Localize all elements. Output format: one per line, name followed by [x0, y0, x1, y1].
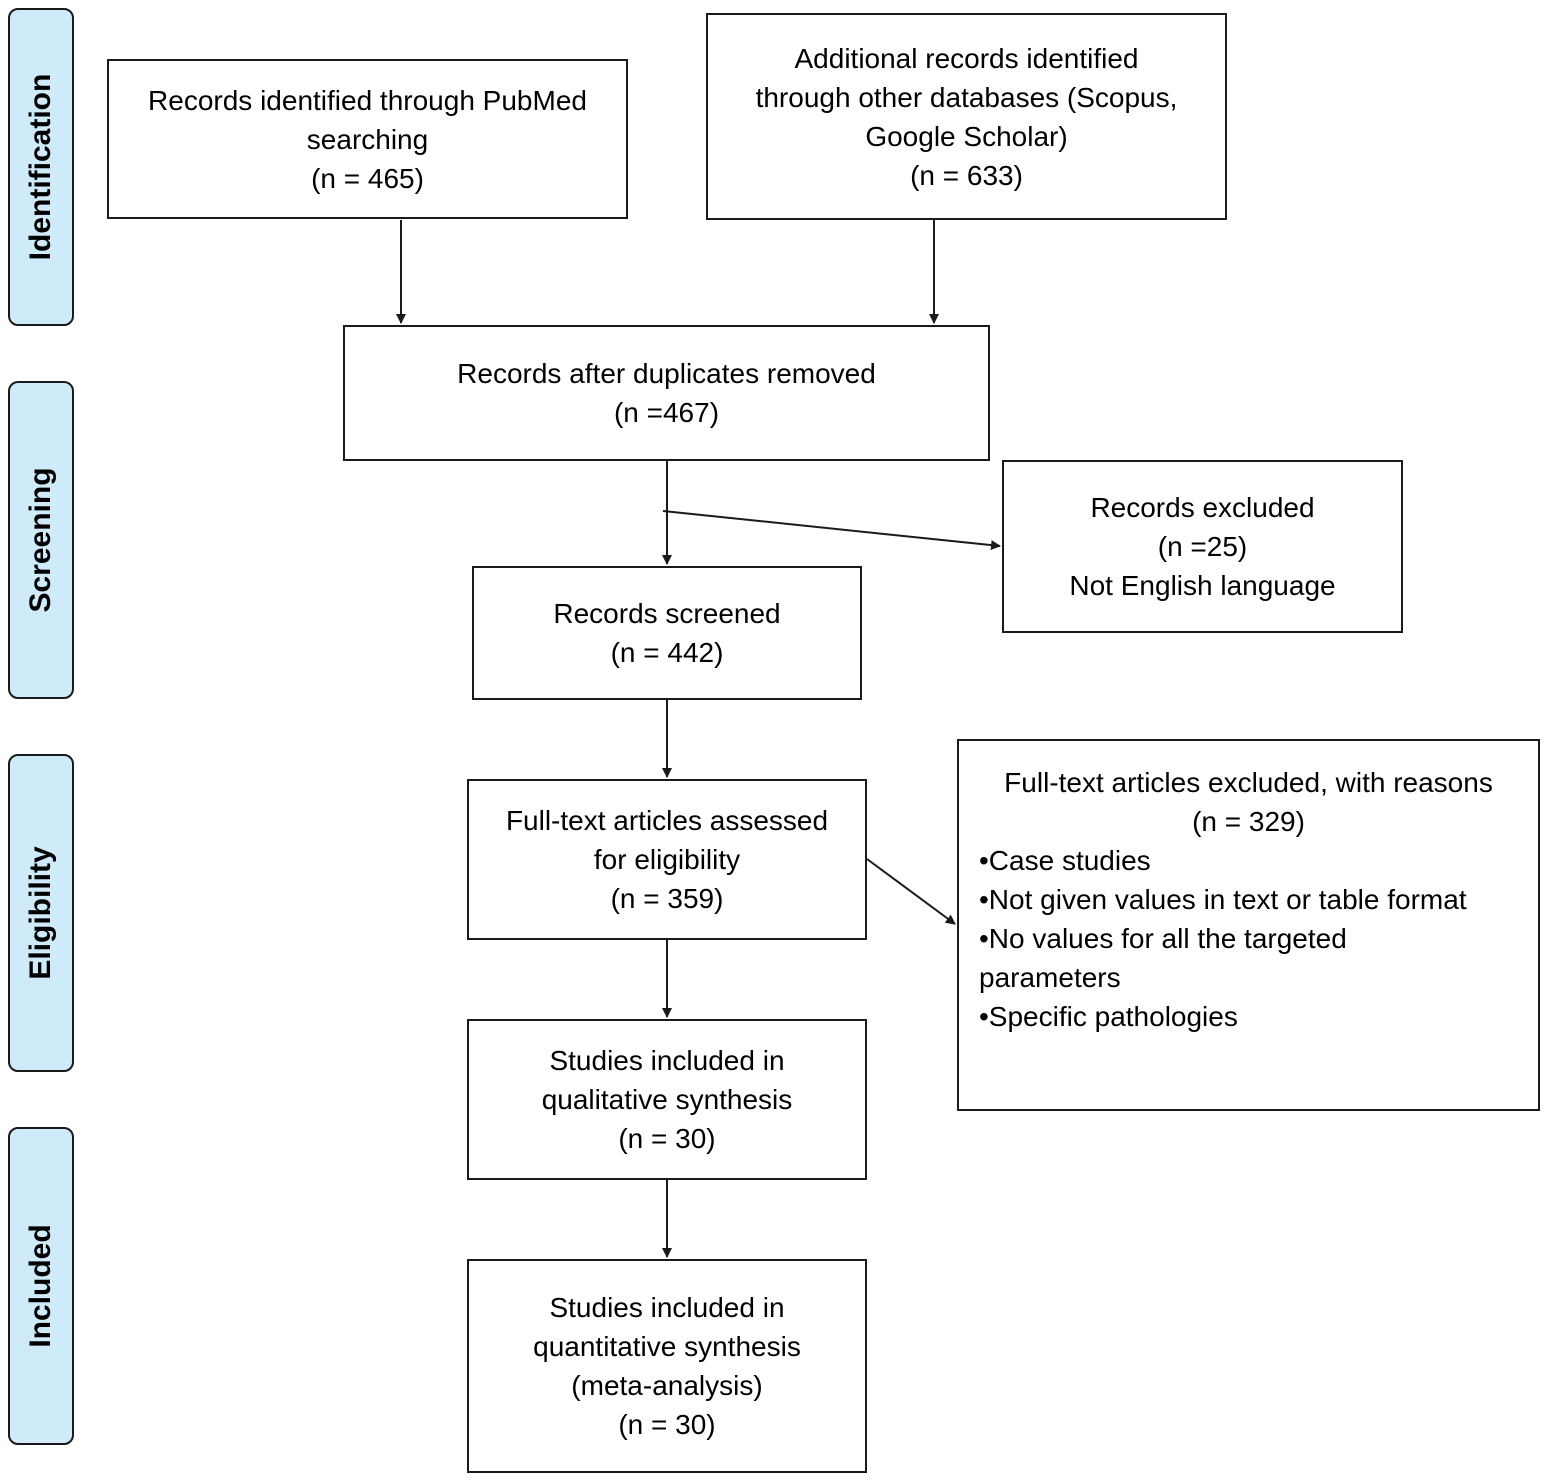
- exclusion-reason: •No values for all the targeted paramete…: [979, 923, 1347, 993]
- fulltext-excluded-title: Full-text articles excluded, with reason…: [1004, 767, 1493, 798]
- box-line: (meta-analysis): [571, 1370, 763, 1401]
- records-screened-box: Records screened (n = 442): [472, 566, 862, 700]
- stage-screening-label: Screening: [24, 467, 57, 613]
- stage-identification: Identification: [8, 8, 74, 326]
- box-line: (n = 465): [311, 162, 424, 194]
- box-line: Additional records identified: [794, 42, 1139, 74]
- box-line: through other databases (Scopus,: [755, 81, 1178, 113]
- stage-eligibility: Eligibility: [8, 754, 74, 1072]
- stage-eligibility-label: Eligibility: [24, 846, 57, 980]
- box-line: (n = 633): [910, 159, 1023, 191]
- pubmed-records-box: Records identified through PubMed search…: [107, 59, 628, 219]
- box-line: Studies included in: [549, 1292, 785, 1323]
- box-line: Studies included in: [549, 1045, 785, 1076]
- box-line: (n =467): [613, 397, 720, 428]
- box-line: Records screened: [553, 598, 781, 629]
- box-line: Not English language: [1069, 570, 1336, 601]
- box-line: (n = 30): [618, 1123, 716, 1154]
- stage-included-label: Included: [24, 1224, 57, 1348]
- records-excluded-box: Records excluded (n =25) Not English lan…: [1002, 460, 1403, 633]
- box-line: (n = 30): [618, 1409, 716, 1440]
- duplicates-removed-box: Records after duplicates removed (n =467…: [343, 325, 990, 461]
- stage-included: Included: [8, 1127, 74, 1445]
- box-line: Full-text articles assessed: [505, 805, 829, 836]
- exclusion-reason: •Case studies: [979, 845, 1151, 876]
- exclusion-reason: •Specific pathologies: [979, 1001, 1238, 1032]
- exclusion-reason: •Not given values in text or table forma…: [979, 884, 1467, 915]
- box-line: for eligibility: [593, 844, 741, 875]
- box-line: (n = 442): [610, 637, 724, 668]
- other-databases-box: Additional records identified through ot…: [706, 13, 1227, 220]
- box-line: searching: [306, 123, 429, 155]
- fulltext-assessed-box: Full-text articles assessed for eligibil…: [467, 779, 867, 940]
- fulltext-excluded-box: Full-text articles excluded, with reason…: [957, 739, 1540, 1111]
- stage-screening: Screening: [8, 381, 74, 699]
- fulltext-excluded-count: (n = 329): [1192, 806, 1305, 837]
- box-line: Records identified through PubMed: [148, 84, 587, 116]
- box-line: quantitative synthesis: [533, 1331, 801, 1362]
- arrow-fulltext-to-excluded: [866, 858, 956, 925]
- qualitative-synthesis-box: Studies included in qualitative synthesi…: [467, 1019, 867, 1180]
- box-line: (n = 359): [610, 883, 724, 914]
- box-line: Google Scholar): [865, 120, 1068, 152]
- arrow-to-records-excluded: [662, 510, 1001, 551]
- stage-identification-label: Identification: [24, 73, 57, 261]
- box-line: (n =25): [1157, 531, 1248, 562]
- box-line: qualitative synthesis: [541, 1084, 793, 1115]
- quantitative-synthesis-box: Studies included in quantitative synthes…: [467, 1259, 867, 1473]
- box-line: Records after duplicates removed: [457, 358, 876, 389]
- box-line: Records excluded: [1090, 492, 1315, 523]
